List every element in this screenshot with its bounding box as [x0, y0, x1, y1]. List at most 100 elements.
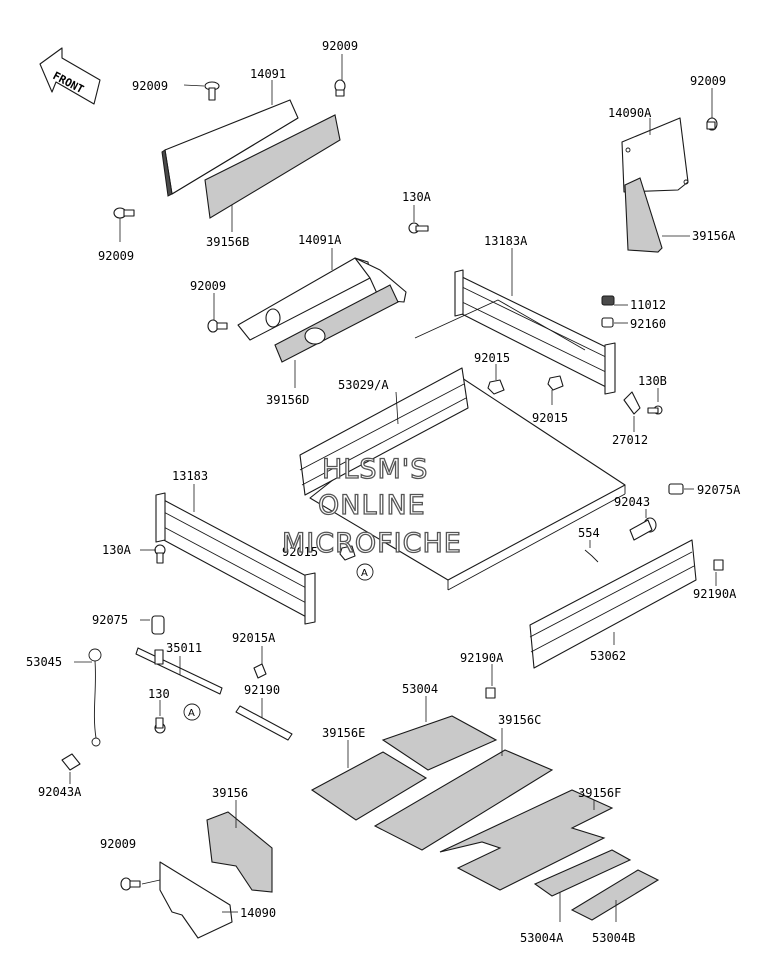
label-92190: 92190: [244, 683, 280, 697]
label-39156e: 39156E: [322, 726, 365, 740]
watermark-line: ONLINE: [318, 490, 426, 521]
part-14090a-panel: [621, 117, 689, 193]
label-92009: 92009: [690, 74, 726, 88]
part-14091a-bracket: [237, 257, 407, 341]
label-92009: 92009: [132, 79, 168, 93]
label-130a: 130A: [102, 543, 132, 557]
latch-27012-icon: [623, 391, 641, 415]
screw-92009-icon: [120, 877, 141, 891]
part-92190a-collar: [713, 559, 724, 571]
part-39156-pad: [206, 811, 273, 893]
label-92015a: 92015A: [232, 631, 276, 645]
watermark: HLSM'S ONLINE MICROFICHE: [281, 453, 462, 559]
label-92043: 92043: [614, 495, 650, 509]
label-92009: 92009: [100, 837, 136, 851]
label-92015: 92015: [474, 351, 510, 365]
part-92190-pin: [235, 705, 293, 741]
part-labels: 92009 14091 92009 92009 39156B 92009 140…: [26, 39, 741, 945]
part-14090-panel: [159, 861, 233, 939]
part-39156a-pad: [624, 177, 663, 253]
label-130b: 130B: [638, 374, 667, 388]
label-92190a: 92190A: [460, 651, 504, 665]
label-53004a: 53004A: [520, 931, 564, 945]
label-39156: 39156: [212, 786, 248, 800]
label-14091a: 14091A: [298, 233, 342, 247]
pin-92043-icon: [629, 517, 657, 541]
label-92015: 92015: [282, 545, 318, 559]
part-92190a-collar: [485, 687, 496, 699]
clip-92043a-icon: [61, 753, 81, 771]
bolt-130b-icon: [647, 405, 663, 415]
label-92160: 92160: [630, 317, 666, 331]
label-92075: 92075: [92, 613, 128, 627]
label-14090: 14090: [240, 906, 276, 920]
part-53004b-mat: [570, 869, 660, 921]
part-35011-rod: [135, 647, 223, 695]
bolt-130a-icon: [408, 222, 429, 234]
label-53062: 53062: [590, 649, 626, 663]
label-39156c: 39156C: [498, 713, 541, 727]
label-130a: 130A: [402, 190, 432, 204]
front-arrow: FRONT: [39, 47, 101, 105]
label-92015: 92015: [532, 411, 568, 425]
leader-lines: [69, 54, 717, 922]
part-92075-collar: [151, 615, 165, 635]
part-13183a-gate: [454, 269, 616, 395]
ref-label-a: A: [188, 708, 195, 719]
part-53029-bed: [299, 367, 626, 591]
clip-554-icon: [584, 549, 599, 563]
part-14091-panel: [161, 99, 299, 197]
cable-53045-icon: [88, 648, 102, 747]
part-92075a-cap: [668, 483, 684, 495]
label-13183a: 13183A: [484, 234, 528, 248]
screw-92009-icon: [113, 207, 135, 219]
label-92009: 92009: [322, 39, 358, 53]
bolt-130-icon: [154, 717, 166, 734]
label-14091: 14091: [250, 67, 286, 81]
part-39156d-pad: [274, 284, 399, 363]
ref-label-a: A: [361, 568, 368, 579]
label-13183: 13183: [172, 469, 208, 483]
nut-92015-icon: [487, 379, 505, 395]
part-53062-gate: [529, 539, 697, 669]
label-554: 554: [578, 526, 600, 540]
part-39156c-mat: [373, 749, 554, 851]
screw-92009-icon: [334, 79, 346, 97]
part-13183-gate: [155, 492, 316, 625]
bolt-130a-icon: [154, 544, 166, 564]
ref-circle-a: [183, 703, 201, 721]
part-11012-cap: [601, 295, 615, 306]
part-92160-cap: [601, 317, 614, 328]
label-39156f: 39156F: [578, 786, 621, 800]
screw-92009-icon: [706, 117, 718, 131]
label-92009: 92009: [190, 279, 226, 293]
label-92043a: 92043A: [38, 785, 82, 799]
label-39156a: 39156A: [692, 229, 736, 243]
ref-circle-a: [356, 563, 374, 581]
part-39156e-mat: [310, 751, 428, 821]
label-39156b: 39156B: [206, 235, 249, 249]
watermark-line: MICROFICHE: [282, 528, 462, 559]
nut-92015-icon: [339, 545, 356, 561]
label-53045: 53045: [26, 655, 62, 669]
part-53004a-mat: [533, 849, 632, 897]
part-53004-mat: [381, 715, 498, 771]
label-92009: 92009: [98, 249, 134, 263]
label-27012: 27012: [612, 433, 648, 447]
nut-92015-icon: [547, 375, 564, 391]
label-53004: 53004: [402, 682, 438, 696]
label-130: 130: [148, 687, 170, 701]
label-35011: 35011: [166, 641, 202, 655]
label-53004b: 53004B: [592, 931, 635, 945]
label-92190a: 92190A: [693, 587, 737, 601]
label-92075a: 92075A: [697, 483, 741, 497]
watermark-line: HLSM'S: [322, 454, 428, 485]
nut-92015a-icon: [253, 663, 267, 679]
part-39156b-pad: [204, 114, 341, 219]
label-53029: 53029/A: [338, 378, 389, 392]
label-39156d: 39156D: [266, 393, 309, 407]
screw-92009-icon: [204, 81, 220, 101]
part-39156f-mat: [439, 789, 614, 891]
